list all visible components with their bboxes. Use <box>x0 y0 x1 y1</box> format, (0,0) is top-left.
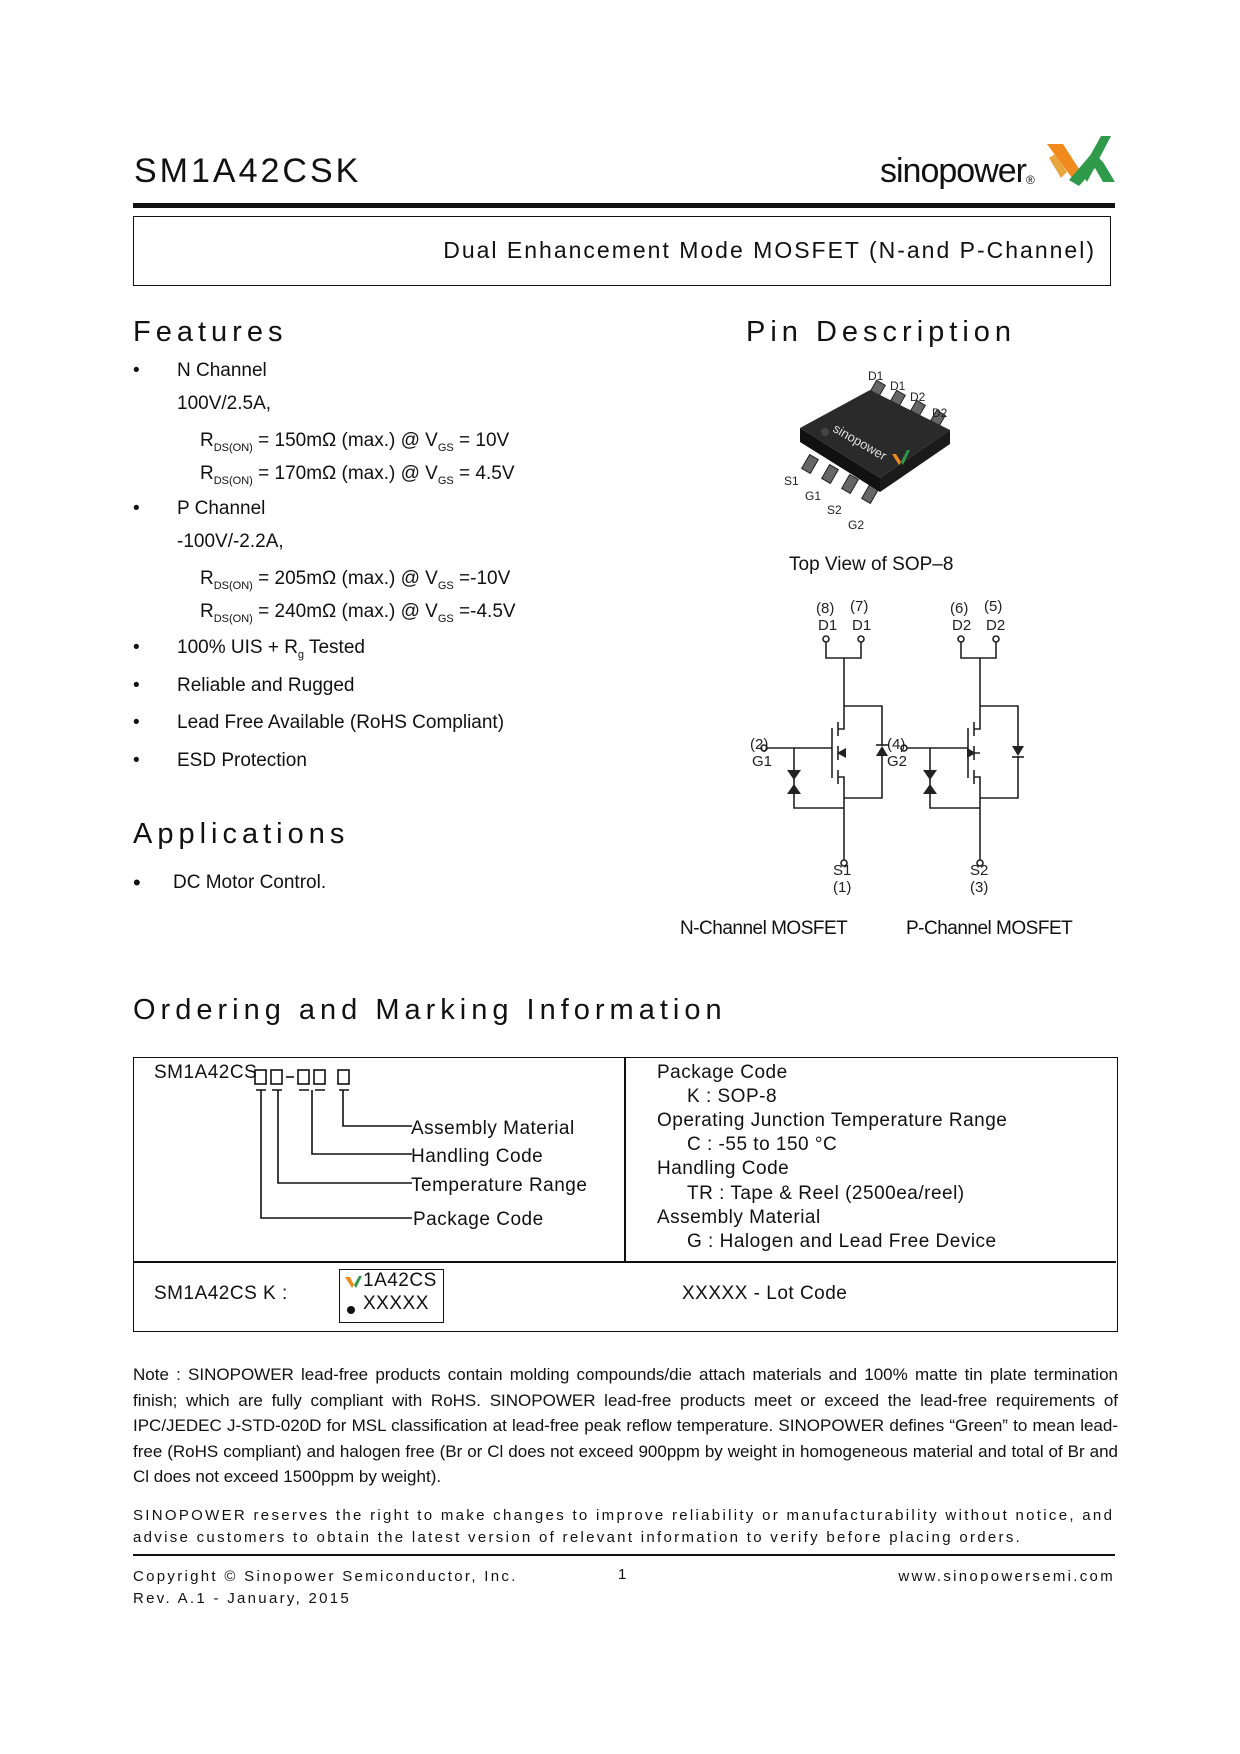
subtitle-box: Dual Enhancement Mode MOSFET (N-and P-Ch… <box>133 216 1111 286</box>
def-value: TR : Tape & Reel (2500ea/reel) <box>687 1183 965 1204</box>
bullet: • <box>133 675 140 696</box>
marking-label: SM1A42CS K : <box>154 1283 288 1304</box>
pin-label: G1 <box>805 489 821 503</box>
footer-rule <box>133 1554 1115 1556</box>
lead <box>800 453 820 475</box>
pin1-dot <box>347 1306 355 1314</box>
pin-name: S2 <box>970 862 988 879</box>
p-rds-line-1: RDS(ON) = 205mΩ (max.) @ VGS =-10V <box>200 568 511 592</box>
pin-number: (3) <box>970 879 988 896</box>
pin-number: (1) <box>833 879 851 896</box>
pin-name: G2 <box>887 753 907 770</box>
package-caption: Top View of SOP–8 <box>789 554 954 575</box>
n-channel-rating: 100V/2.5A, <box>177 393 272 414</box>
website-link[interactable]: www.sinopowersemi.com <box>898 1568 1115 1585</box>
label-package-code: Package Code <box>413 1209 544 1230</box>
pin-label: G2 <box>848 518 864 532</box>
lead <box>820 463 840 485</box>
marking-line-2: XXXXX <box>363 1293 429 1314</box>
code-prefix: SM1A42CS <box>154 1062 258 1083</box>
logo-wordmark: sinopower <box>880 152 1027 190</box>
label-assembly-material: Assembly Material <box>411 1118 575 1139</box>
bullet: • <box>133 498 140 519</box>
pin-number: (5) <box>984 598 1002 615</box>
bullet: • <box>133 870 141 895</box>
bullet: • <box>133 712 140 733</box>
feature-item: ESD Protection <box>177 750 307 771</box>
pin-number: (7) <box>850 598 868 615</box>
header-rule <box>133 203 1115 208</box>
pin-label: D2 <box>910 390 926 404</box>
subtitle: Dual Enhancement Mode MOSFET (N-and P-Ch… <box>443 237 1096 263</box>
application-item: DC Motor Control. <box>173 872 327 893</box>
pin-label: D1 <box>890 379 906 393</box>
sop8-package-drawing: sinopower D1 D1 D2 D2 S1 G1 S2 G2 <box>784 369 950 532</box>
n-channel-caption: N-Channel MOSFET <box>680 918 848 939</box>
marking-box: 1A42CS XXXXX <box>339 1269 444 1323</box>
lead <box>840 473 860 495</box>
def-title: Assembly Material <box>657 1207 821 1228</box>
def-value: C : -55 to 150 °C <box>687 1134 838 1155</box>
marking-line-1: 1A42CS <box>363 1270 437 1291</box>
bullet: • <box>133 637 140 658</box>
code-box <box>297 1069 310 1085</box>
pin-number: (2) <box>750 736 768 753</box>
mosfet-schematics: (8) (7) D1 D1 (2) G1 S1 (1) (6) (5) D2 D… <box>750 598 1024 896</box>
pin-name: G1 <box>752 753 772 770</box>
sinopower-logo-icon <box>345 1276 362 1288</box>
disclaimer-text: SINOPOWER reserves the right to make cha… <box>133 1507 1115 1546</box>
pin-name: D1 <box>818 617 837 634</box>
pin-name: D1 <box>852 617 871 634</box>
p-channel-caption: P-Channel MOSFET <box>906 918 1073 939</box>
note-text: Note : SINOPOWER lead-free products cont… <box>133 1365 1118 1486</box>
n-rds-line-1: RDS(ON) = 150mΩ (max.) @ VGS = 10V <box>200 430 510 454</box>
p-channel-label: P Channel <box>177 498 266 519</box>
n-channel-label: N Channel <box>177 360 267 381</box>
pin-number: (8) <box>816 600 834 617</box>
revision: Rev. A.1 - January, 2015 <box>133 1590 352 1607</box>
ordering-heading: Ordering and Marking Information <box>133 994 727 1026</box>
p-channel-rating: -100V/-2.2A, <box>177 531 284 552</box>
pin-name: S1 <box>833 862 851 879</box>
pin-name: D2 <box>986 617 1005 634</box>
pin-label: S2 <box>827 503 842 517</box>
sinopower-logo-icon <box>1047 136 1115 186</box>
copyright: Copyright © Sinopower Semiconductor, Inc… <box>133 1568 518 1585</box>
code-box <box>270 1069 283 1085</box>
lot-code: XXXXX - Lot Code <box>682 1283 848 1304</box>
bullet: • <box>133 750 140 771</box>
def-title: Handling Code <box>657 1158 790 1179</box>
def-title: Operating Junction Temperature Range <box>657 1110 1008 1131</box>
def-value: K : SOP-8 <box>687 1086 778 1107</box>
pin-number: (6) <box>950 600 968 617</box>
pin-label: S1 <box>784 474 799 488</box>
features-heading: Features <box>133 316 288 348</box>
pin-name: D2 <box>952 617 971 634</box>
label-temperature-range: Temperature Range <box>411 1175 588 1196</box>
p-rds-line-2: RDS(ON) = 240mΩ (max.) @ VGS =-4.5V <box>200 601 516 625</box>
pin-label: D2 <box>932 406 948 420</box>
applications-heading: Applications <box>133 818 350 850</box>
ordering-table: SM1A42CS Assembly Material Handling Code… <box>133 1057 1118 1332</box>
pin-label: D1 <box>868 369 884 383</box>
uis-tested: 100% UIS + Rg Tested <box>177 637 365 661</box>
n-rds-line-2: RDS(ON) = 170mΩ (max.) @ VGS = 4.5V <box>200 463 515 487</box>
pin-description-heading: Pin Description <box>746 316 1017 348</box>
feature-item: Reliable and Rugged <box>177 675 355 696</box>
label-handling-code: Handling Code <box>411 1146 544 1167</box>
table-divider <box>624 1058 626 1262</box>
part-number: SM1A42CSK <box>134 152 362 190</box>
code-breakdown-diagram <box>254 1069 412 1219</box>
code-box <box>313 1069 326 1085</box>
logo-text: sinopower® <box>880 152 1035 190</box>
code-box <box>254 1069 267 1085</box>
def-title: Package Code <box>657 1062 788 1083</box>
feature-item: Lead Free Available (RoHS Compliant) <box>177 712 505 733</box>
page-number: 1 <box>618 1566 629 1583</box>
def-value: G : Halogen and Lead Free Device <box>687 1231 997 1252</box>
bullet: • <box>133 360 140 381</box>
code-box <box>337 1069 350 1085</box>
